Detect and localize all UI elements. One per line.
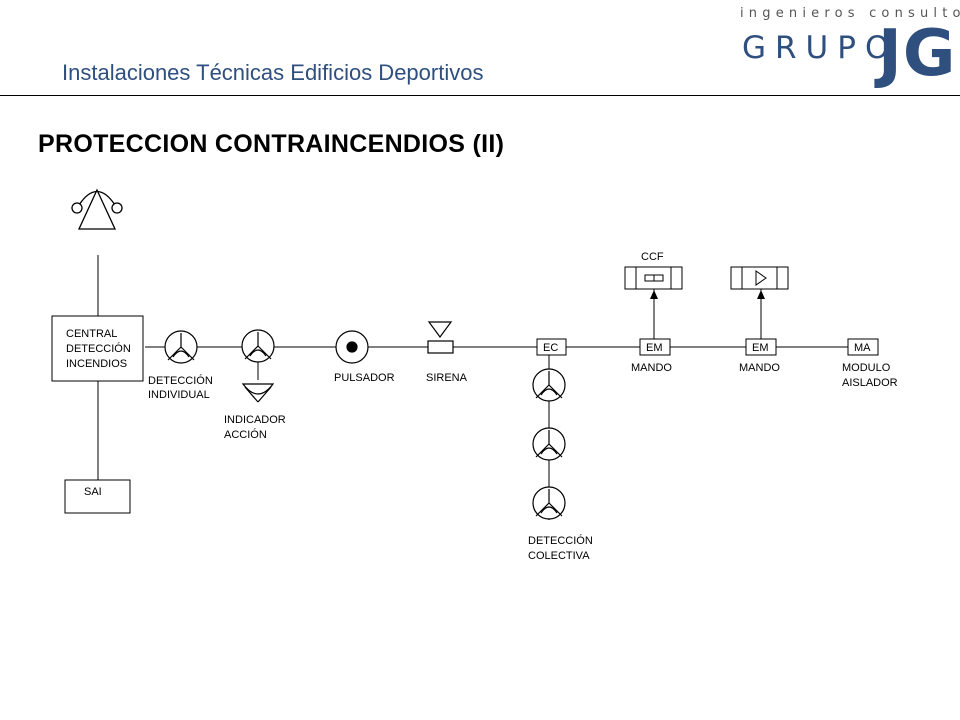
em-box-1: EM: [639, 338, 671, 356]
header-divider: [0, 95, 960, 96]
ec-box: EC: [536, 338, 567, 356]
damper-module-icon: [730, 266, 789, 290]
collective-detector-icon: [532, 486, 566, 520]
mando1-label: MANDO: [631, 362, 672, 374]
central-label-2: DETECCIÓN: [66, 342, 131, 355]
action-indicator-detector-icon: [241, 329, 275, 363]
det-colectiva-label-2: COLECTIVA: [528, 550, 590, 562]
arrow-up-icon: [757, 290, 765, 299]
em2-label: EM: [752, 342, 769, 354]
sirena-label: SIRENA: [426, 372, 468, 384]
ec-label: EC: [543, 342, 558, 354]
logo-mark: JG: [878, 17, 957, 91]
mando2-label: MANDO: [739, 362, 780, 374]
det-colectiva-label-1: DETECCIÓN: [528, 534, 593, 547]
ma-label: MA: [854, 342, 871, 354]
slide-title: PROTECCION CONTRAINCENDIOS (II): [38, 130, 505, 158]
modulo-label-2: AISLADOR: [842, 377, 898, 389]
em-box-2: EM: [745, 338, 777, 356]
logo-tagline: ingenieros consultores: [740, 6, 960, 21]
det-individual-label-1: DETECCIÓN: [148, 374, 213, 387]
individual-detector-icon: [164, 330, 198, 364]
pulsador-icon: [335, 330, 369, 364]
modulo-label-1: MODULO: [842, 362, 891, 374]
logo-name: GRUPO: [742, 30, 899, 66]
sai-label: SAI: [84, 486, 102, 498]
central-label-1: CENTRAL: [66, 328, 117, 340]
indicador-label-1: INDICADOR: [224, 414, 286, 426]
central-label-3: INCENDIOS: [66, 358, 127, 370]
ccf-panel-icon: [624, 266, 683, 290]
em1-label: EM: [646, 342, 663, 354]
central-deteccion-box: CENTRAL DETECCIÓN INCENDIOS: [51, 315, 144, 382]
arrow-up-icon: [650, 290, 658, 299]
ccf-label: CCF: [641, 251, 664, 263]
action-indicator-icon: [241, 383, 275, 403]
det-individual-label-2: INDIVIDUAL: [148, 389, 210, 401]
pulsador-label: PULSADOR: [334, 372, 395, 384]
sai-box: SAI: [64, 479, 131, 514]
collective-detector-icon: [532, 368, 566, 402]
collective-detector-icon: [532, 427, 566, 461]
ma-box: MA: [847, 338, 879, 356]
siren-icon: [427, 321, 454, 354]
alarm-bell-icon: [71, 188, 123, 230]
header-title: Instalaciones Técnicas Edificios Deporti…: [62, 60, 484, 85]
indicador-label-2: ACCIÓN: [224, 428, 267, 441]
